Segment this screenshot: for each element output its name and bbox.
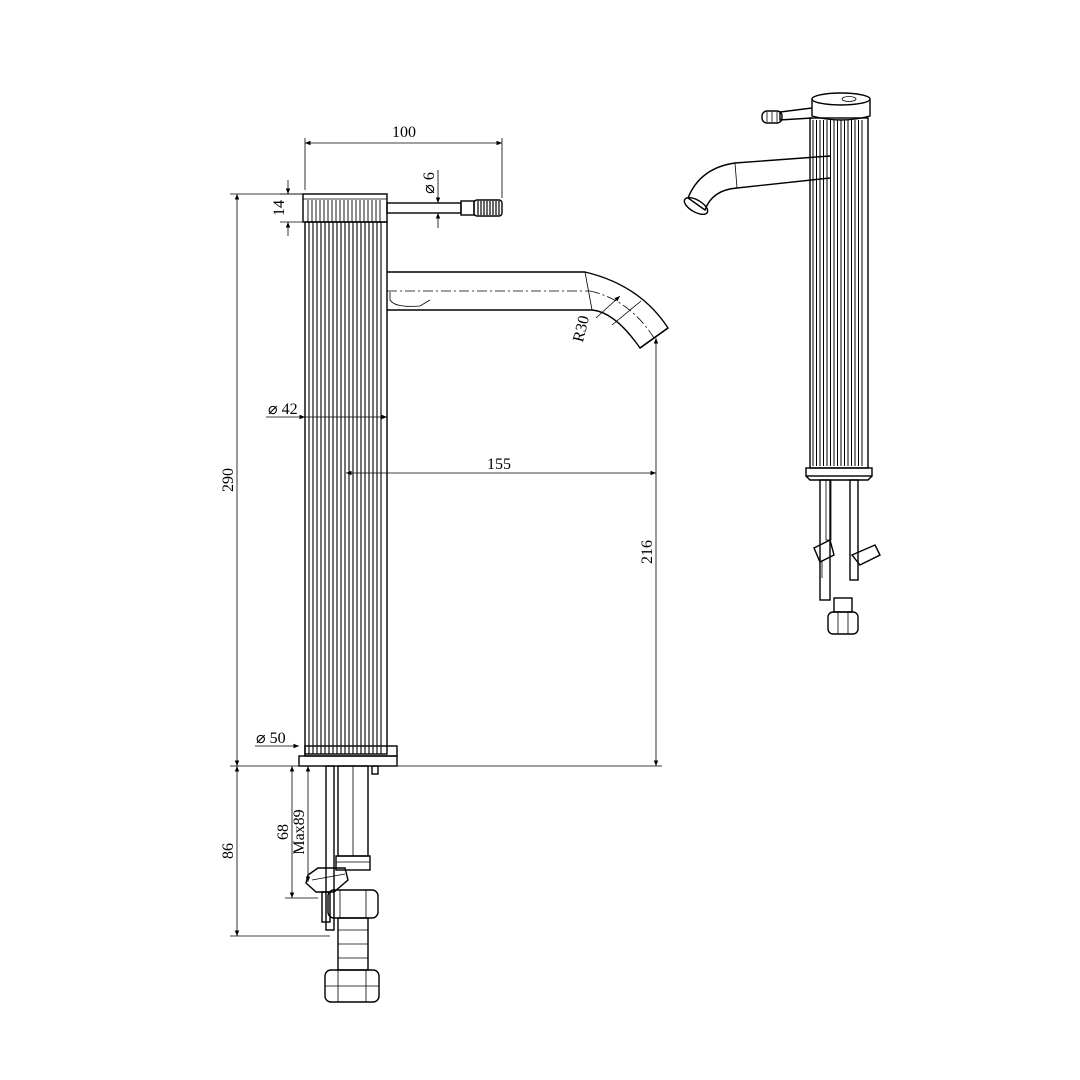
dim-body-diameter-label: ⌀ 42 <box>268 401 298 418</box>
under-counter-fixings <box>305 765 380 1003</box>
dim-top-width-label: 100 <box>392 124 416 141</box>
dim-spout-reach-label: 155 <box>487 456 511 473</box>
dim-tail-length-label: 68 <box>275 824 292 840</box>
dim-below-deck-label: 86 <box>220 843 237 859</box>
body-flutes <box>308 222 382 754</box>
base-flange <box>298 745 398 767</box>
top-cap <box>302 193 388 223</box>
dim-total-height-label: 290 <box>220 468 237 492</box>
dimension-top-width: 100 <box>304 124 503 198</box>
dim-handle-height-label: 14 <box>271 200 288 216</box>
dimension-deck-thickness: 68 Max89 <box>275 766 318 899</box>
dimension-below-deck: 86 <box>220 766 330 937</box>
dimension-spout-reach: 155 <box>346 456 656 476</box>
dimension-spout-radius: R30 <box>570 295 621 344</box>
dim-spout-radius-label: R30 <box>570 314 593 344</box>
dim-base-diameter-label: ⌀ 50 <box>256 730 286 747</box>
dim-max-deck-label: Max89 <box>291 809 308 854</box>
dimension-total-height: 290 <box>220 193 303 767</box>
dim-spout-height-label: 216 <box>639 540 656 564</box>
dim-handle-diameter-label: ⌀ 6 <box>421 172 438 194</box>
perspective-view <box>683 92 881 635</box>
dimension-handle-diameter: ⌀ 6 <box>421 170 441 228</box>
dimension-body-diameter: ⌀ 42 <box>266 401 387 420</box>
spout <box>387 271 669 349</box>
dimension-spout-height: 216 <box>397 338 662 767</box>
fluted-body <box>304 221 388 755</box>
dimension-handle-height: 14 <box>271 180 303 236</box>
dimension-base-diameter: ⌀ 50 <box>255 730 397 749</box>
handle-lever <box>386 199 503 217</box>
elevation-view: 100 ⌀ 6 14 R30 ⌀ 42 <box>220 124 669 1003</box>
